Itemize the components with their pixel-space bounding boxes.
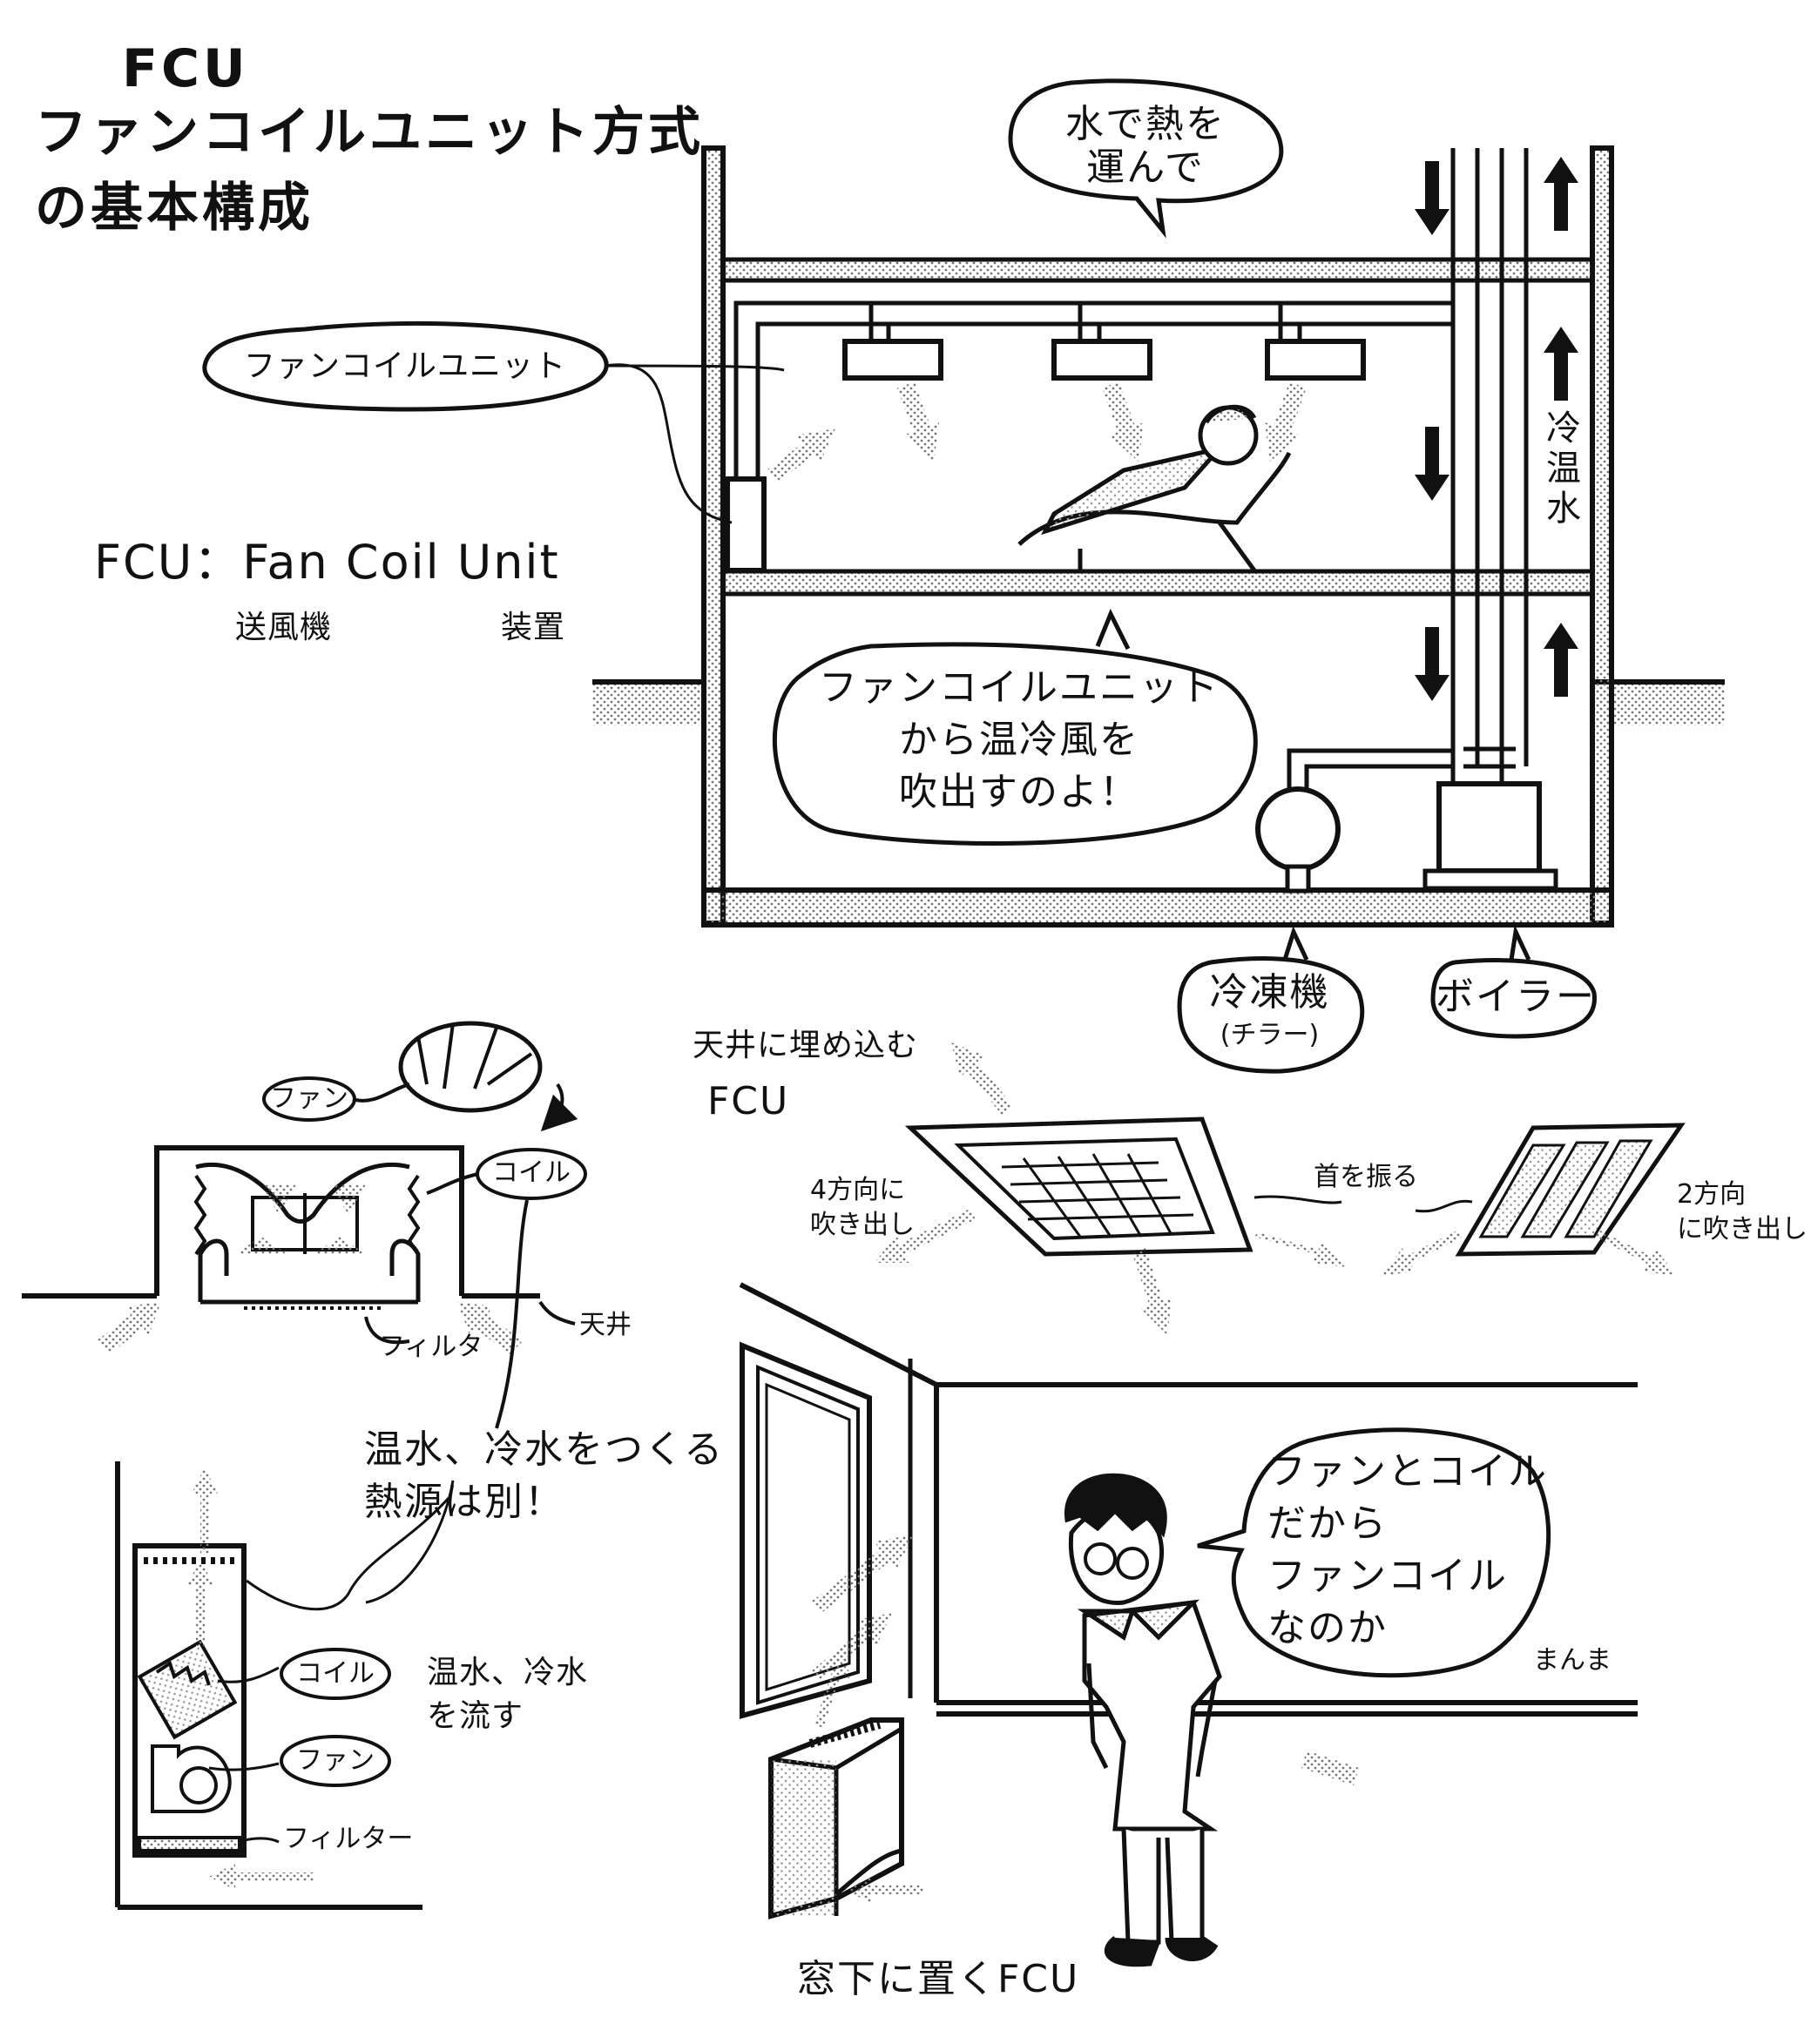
reclining-person bbox=[1017, 404, 1292, 572]
embedded-heading2: FCU bbox=[707, 1079, 790, 1123]
floor-unit-filter-label: フィルター bbox=[283, 1824, 414, 1854]
ground-right bbox=[1594, 682, 1725, 725]
floor-unit-callouts bbox=[280, 1648, 391, 1787]
building-section bbox=[592, 145, 1725, 928]
heat-source-note-line1: 温水、冷水をつくる bbox=[364, 1427, 725, 1472]
water-bubble-shape bbox=[1008, 78, 1284, 239]
fcu-label: ファンコイルユニット bbox=[243, 348, 566, 384]
four-way-line2: 吹き出し bbox=[810, 1210, 915, 1240]
floor-unit-note-line1: 温水、冷水 bbox=[427, 1655, 589, 1690]
title-line3: の基本構成 bbox=[35, 178, 314, 239]
cassette-fan-label: ファン bbox=[270, 1083, 348, 1114]
title-line1: FCU bbox=[122, 38, 249, 99]
cassette-filter-label: フィルタ bbox=[379, 1332, 483, 1362]
blow-bubble-line1: ファンコイルユニット bbox=[819, 665, 1220, 710]
ceiling-cassette-callouts bbox=[262, 1076, 587, 1429]
two-way-line1: 2方向 bbox=[1677, 1179, 1747, 1210]
blow-bubble-line3: 吹出すのよ！ bbox=[899, 770, 1139, 814]
four-way-line1: 4方向に bbox=[810, 1175, 906, 1205]
wall-right bbox=[1590, 145, 1614, 926]
window-frame bbox=[740, 1341, 872, 1719]
ceiling-fcu-2 bbox=[1051, 339, 1152, 381]
fan-callout-2-shape bbox=[280, 1735, 391, 1787]
bottom-slab bbox=[701, 887, 1614, 928]
chiller-label: 冷凍機 bbox=[1209, 970, 1330, 1015]
boiler-box bbox=[1436, 781, 1542, 874]
heat-source-note-line2: 熱源は別！ bbox=[364, 1480, 564, 1524]
ceiling-cassette-section bbox=[22, 1021, 578, 1310]
chiller-sub-label: (チラー) bbox=[1220, 1020, 1320, 1050]
blow-bubble-shape bbox=[772, 608, 1258, 847]
cassette-coil-label: コイル bbox=[492, 1157, 571, 1188]
room-scene bbox=[739, 1282, 1638, 1919]
abbrev-main: FCU：Fan Coil Unit bbox=[94, 535, 560, 590]
blow-bubble-line2: から温冷風を bbox=[899, 718, 1139, 762]
floor-unit-fan-label: ファン bbox=[296, 1745, 375, 1776]
room-aside: まんま bbox=[1533, 1645, 1612, 1676]
two-way-line2: に吹き出し bbox=[1677, 1214, 1808, 1245]
ceiling-label: 天井 bbox=[579, 1310, 632, 1340]
ceiling-fcu-3 bbox=[1265, 339, 1366, 381]
building-bubbles bbox=[202, 78, 1597, 1074]
chiller-tank bbox=[1255, 786, 1341, 872]
abbrev-fan-gloss: 送風機 bbox=[235, 610, 333, 645]
roof-slab bbox=[720, 257, 1595, 283]
room-bubble-line4: なのか bbox=[1267, 1606, 1388, 1650]
coil-callout-2-shape bbox=[280, 1648, 391, 1700]
abbrev-unit-gloss: 装置 bbox=[501, 610, 566, 645]
water-bubble-line2: 運んで bbox=[1086, 145, 1205, 190]
ground-left bbox=[592, 682, 706, 725]
chiller-bubble-shape bbox=[1177, 926, 1365, 1074]
wall-left bbox=[701, 145, 726, 926]
room-bubble-line2: だから bbox=[1267, 1501, 1388, 1546]
embedded-panels bbox=[904, 1116, 1686, 1257]
floor-standing-unit bbox=[115, 1461, 450, 1910]
embedded-heading1: 天井に埋め込む bbox=[693, 1028, 919, 1063]
title-line2: ファンコイルユニット方式 bbox=[35, 102, 704, 163]
ceiling-fcu-1 bbox=[842, 339, 943, 381]
room-bubble-line3: ファンコイル bbox=[1267, 1554, 1508, 1598]
room-bubble bbox=[1197, 1427, 1551, 1678]
fcu-label-bubble-shape bbox=[202, 320, 609, 412]
floor-unit-note-line2: を流す bbox=[427, 1698, 524, 1734]
coldhot-water-label: 冷温水 bbox=[1540, 409, 1580, 530]
floor-unit-coil-label: コイル bbox=[296, 1658, 375, 1689]
room-caption: 窓下に置くFCU bbox=[797, 1957, 1080, 2001]
middle-slab bbox=[720, 569, 1595, 597]
room-bubble-line1: ファンとコイル bbox=[1267, 1449, 1548, 1494]
standing-person bbox=[1064, 1473, 1222, 1967]
floor-fcu-upper bbox=[725, 476, 767, 573]
boiler-bubble-shape bbox=[1430, 924, 1597, 1039]
boiler-label: ボイラー bbox=[1436, 975, 1596, 1019]
swing-label: 首を振る bbox=[1314, 1162, 1418, 1192]
water-bubble-line1: 水で熱を bbox=[1065, 102, 1226, 146]
fan-drawing bbox=[398, 1021, 543, 1113]
